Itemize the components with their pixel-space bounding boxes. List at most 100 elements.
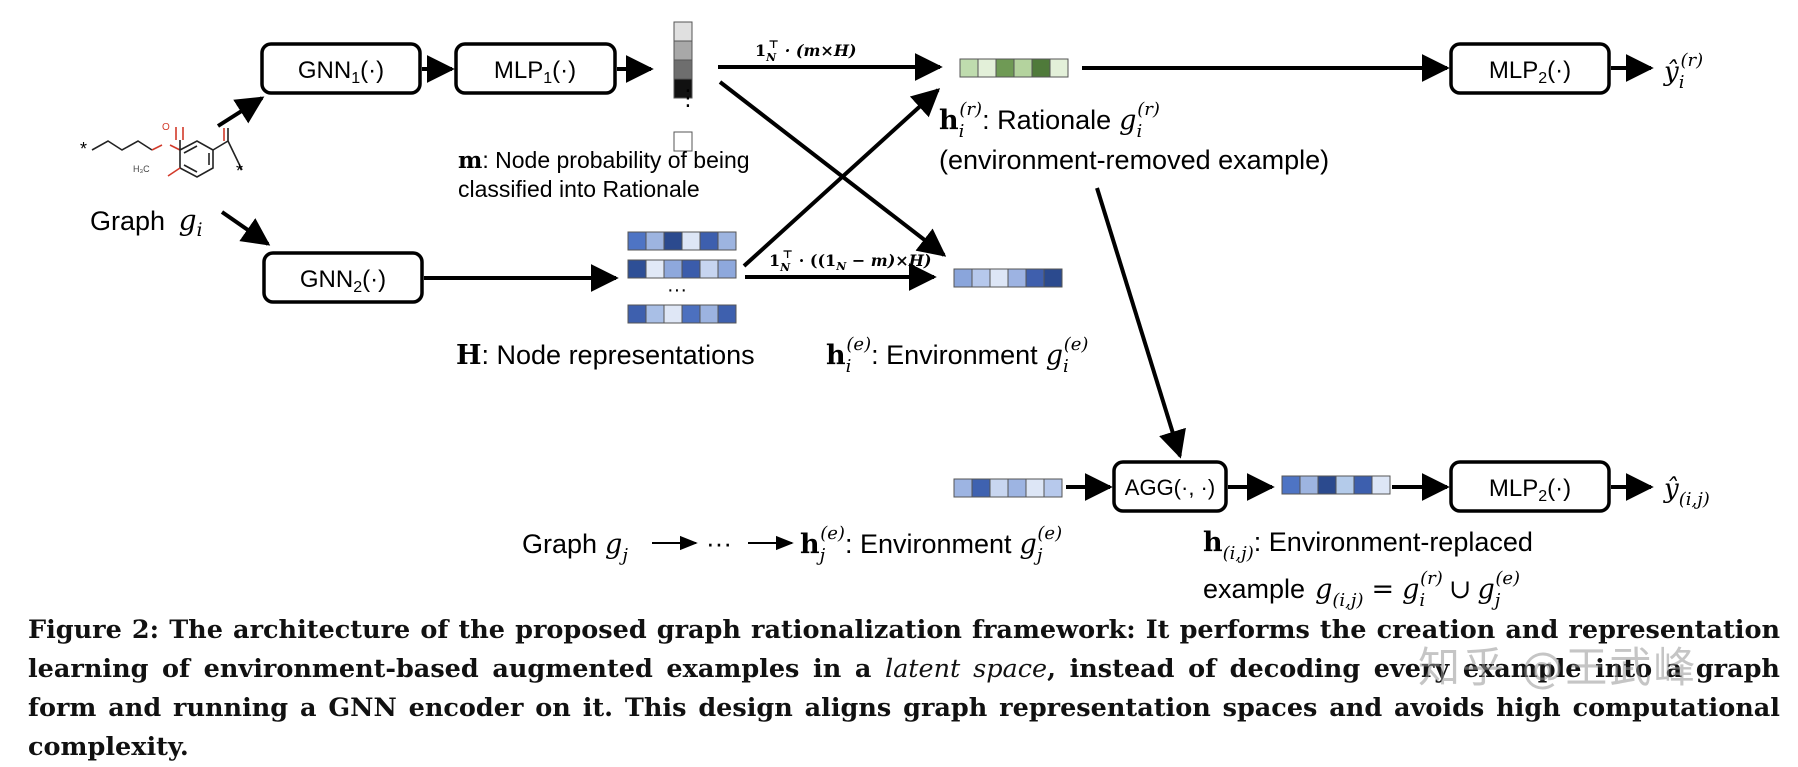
svg-text:AGG(·, ·): AGG(·, ·) [1125,475,1215,500]
svg-text:GNN1(·): GNN1(·) [298,57,384,87]
svg-text:MLP1(·): MLP1(·) [494,57,576,87]
H-row-3-cell [681,304,701,324]
m-description-line2: classified into Rationale [458,176,700,202]
molecule-oxygen-label: O [162,122,170,133]
gnn1-box: GNN1(·) [260,42,422,95]
arrow-graph-to-gnn2 [220,210,271,246]
agg-box: AGG(·, ·) [1112,460,1228,513]
environment-vector-cell [1025,268,1045,288]
molecule-methoxy-label: H₃C [133,164,150,174]
H-row-1-cell [699,231,719,251]
rationale-vector [959,58,1069,78]
arrow-rationale-to-agg [1095,187,1186,459]
H-row-3-cell [627,304,647,324]
graph-j-ellipsis: ··· [706,528,732,558]
mlp1-box: MLP1(·) [454,42,617,95]
H-row-1-cell [627,231,647,251]
graph-i-label: Graph gi [90,204,203,241]
architecture-diagram: * * H₃C O Graph gi GNN1(·) MLP1(·) GNN2(… [28,21,1780,762]
svg-text:GNN2(·): GNN2(·) [300,266,386,296]
H-row-3-cell [699,304,719,324]
arrow-prob-to-environment [718,80,947,257]
rationale-vector-cell [977,58,997,78]
arrow-graph-to-gnn1 [216,96,265,128]
prob-column-m [673,21,693,152]
m-description-line1: m: Node probability of being [458,147,750,174]
H-row-1-cell [717,231,737,251]
rationale-vector-cell [995,58,1015,78]
H-row-2-cell [627,259,647,279]
environment-j-vector-cell [1007,478,1027,498]
H-row-2-cell [681,259,701,279]
H-row-2-cell [663,259,683,279]
prob-column-cell [673,131,693,152]
molecule-star-right: * [236,161,243,181]
rationale-vector-cell [1049,58,1069,78]
prediction-rationale: ŷi(r) [1663,50,1703,93]
formula-rationale-pooling: 1N⊤· (m×H) [755,38,857,64]
prob-column-cell [673,59,693,80]
combined-vector [1281,475,1391,495]
H-matrix-row-1 [627,231,737,251]
H-row-3-cell [663,304,683,324]
combined-vector-cell [1371,475,1391,495]
environment-j-vector-cell [953,478,973,498]
H-row-2-cell [717,259,737,279]
mlp2-box-bottom: MLP2(·) [1449,460,1611,513]
environment-j-vector [953,478,1063,498]
rationale-vector-cell [1031,58,1051,78]
H-row-3-cell [645,304,665,324]
environment-j-vector-cell [971,478,991,498]
H-row-2-cell [645,259,665,279]
H-matrix-row-2 [627,259,737,279]
svg-text:MLP2(·): MLP2(·) [1489,475,1571,505]
H-description: H: Node representations [456,340,755,371]
H-matrix-row-3 [627,304,737,324]
environment-vector [953,268,1063,288]
diagram-canvas: * * H₃C O Graph gi GNN1(·) MLP1(·) GNN2(… [80,21,1710,611]
combined-vector-cell [1299,475,1319,495]
molecule-graph-i [91,127,243,178]
caption-text-prefix: Figure 2: The architecture of the propos… [28,615,1780,684]
watermark: 知乎 @王武峰 [1418,643,1698,692]
molecule-star-left: * [80,139,87,159]
H-row-2-cell [699,259,719,279]
caption-text-italic: latent space [884,654,1048,684]
environment-vector-cell [1043,268,1063,288]
environment-vector-cell [1007,268,1027,288]
H-row-1-cell [645,231,665,251]
rationale-vector-cell [959,58,979,78]
arrow-H-to-rationale [742,88,941,268]
prob-column-cell [673,78,693,99]
environment-vector-cell [989,268,1009,288]
figure-caption: Figure 2: The architecture of the propos… [28,611,1780,767]
formula-environment-pooling: 1N⊤· ((1N − m)×H) [769,248,931,274]
env-replaced-line1: h(i,j): Environment-replaced [1203,527,1533,564]
rationale-vector-cell [1013,58,1033,78]
environment-j-vector-cell [989,478,1009,498]
mlp2-box-top: MLP2(·) [1449,42,1611,95]
prob-column-cell [673,21,693,42]
rationale-note: (environment-removed example) [939,145,1329,175]
H-row-3-cell [717,304,737,324]
prediction-replaced: ŷ(i,j) [1663,474,1710,510]
combined-vector-cell [1317,475,1337,495]
combined-vector-cell [1335,475,1355,495]
environment-vector-cell [971,268,991,288]
combined-vector-cell [1281,475,1301,495]
prob-vdots: ⋮ [677,85,699,110]
environment-j-vector-cell [1025,478,1045,498]
H-row-1-cell [681,231,701,251]
H-matrix-ellipsis: ··· [667,279,687,301]
H-row-1-cell [663,231,683,251]
combined-vector-cell [1353,475,1373,495]
gnn2-box: GNN2(·) [262,251,424,304]
environment-vector-cell [953,268,973,288]
prob-column-cell [673,40,693,61]
svg-text:MLP2(·): MLP2(·) [1489,57,1571,87]
